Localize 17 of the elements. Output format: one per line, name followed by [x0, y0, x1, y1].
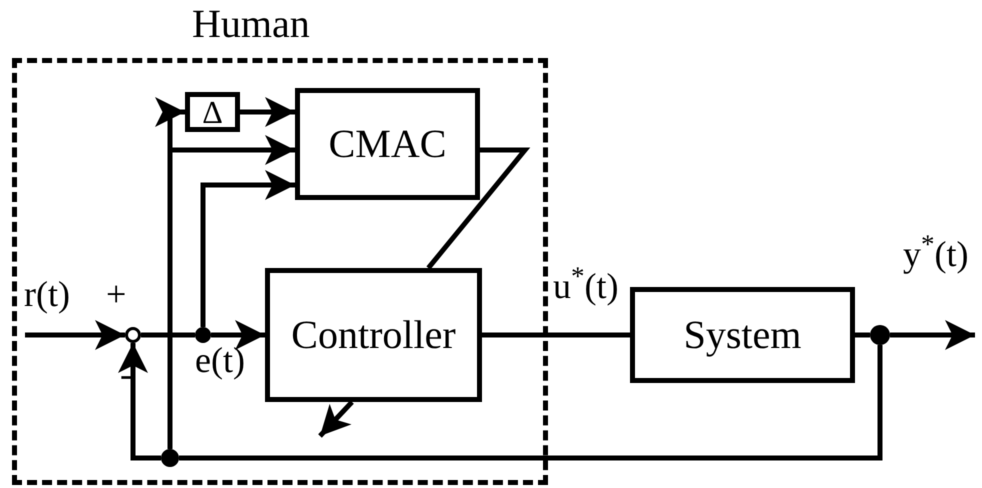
group-heading: Human — [192, 2, 310, 46]
block: Δ — [185, 92, 240, 132]
signal-label: + — [106, 276, 126, 312]
connector-arrow — [25, 320, 125, 350]
connector-arrow — [240, 97, 295, 127]
summing-junction — [125, 327, 141, 343]
connector-arrow — [200, 170, 295, 327]
edge-label: y$^{*}$(t) — [903, 236, 968, 272]
block: Controller — [265, 268, 482, 402]
signal-label: e(t) — [195, 342, 245, 378]
block: CMAC — [295, 88, 480, 200]
connector-arrow — [890, 320, 975, 350]
connector-arrow — [211, 320, 265, 350]
signal-label: - — [120, 356, 132, 392]
block: System — [630, 287, 855, 383]
connector-arrow — [118, 343, 161, 460]
edge-label: u$^{*}$(t) — [553, 268, 618, 304]
